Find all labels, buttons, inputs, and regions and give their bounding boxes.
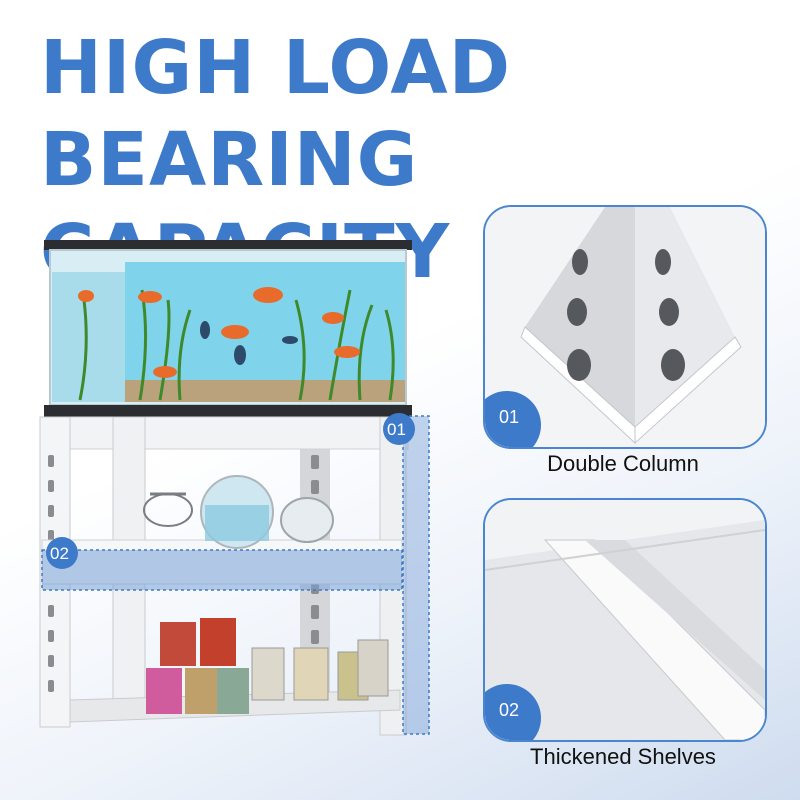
callout-number: 01 [499, 407, 520, 427]
caption-thickened-shelves: Thickened Shelves [530, 744, 716, 769]
column-highlight [402, 415, 430, 735]
shelf-decor [143, 475, 334, 549]
detail-card-double-column: 01 [483, 205, 767, 449]
shelf-highlight [41, 549, 403, 591]
callout-number: 02 [499, 700, 520, 720]
shelf-canisters [146, 618, 389, 714]
aquarium-stand-illustration [39, 240, 430, 736]
headline-line-1: HIGH LOAD [40, 25, 512, 111]
column-marker-01 [383, 413, 415, 445]
thickened-shelf-closeup [485, 500, 765, 740]
caption-double-column: Double Column [547, 451, 699, 476]
detail-card-thickened-shelves: 02 [483, 498, 767, 742]
shelf-marker-label: 02 [50, 544, 69, 563]
shelf-marker-02 [46, 537, 78, 569]
aquarium [44, 240, 412, 417]
column-marker-label: 01 [387, 420, 406, 439]
